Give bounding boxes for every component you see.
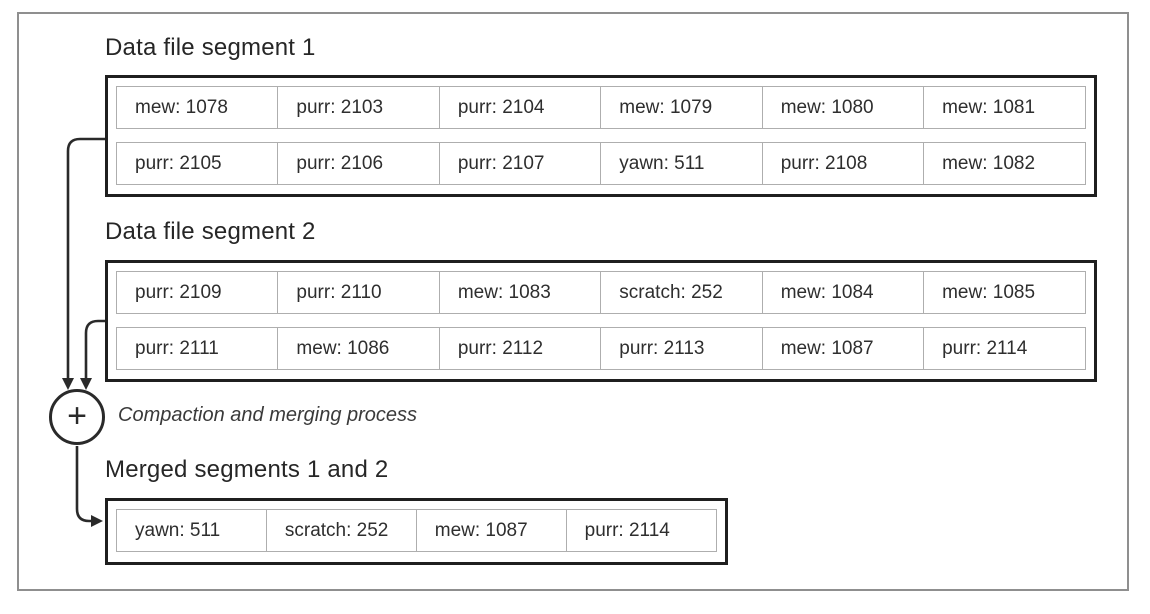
record-cell: mew: 1081	[923, 86, 1087, 129]
record-cell: mew: 1080	[761, 86, 925, 129]
plus-symbol: +	[67, 396, 87, 435]
record-cell: purr: 2105	[116, 142, 279, 185]
segment2-row-1: purr: 2109 purr: 2110 mew: 1083 scratch:…	[116, 271, 1087, 314]
record-cell: purr: 2114	[565, 509, 717, 552]
record-cell: yawn: 511	[600, 142, 764, 185]
segment2-title: Data file segment 2	[105, 218, 316, 245]
record-cell: purr: 2108	[761, 142, 925, 185]
record-cell: mew: 1087	[761, 327, 925, 370]
segment1-title: Data file segment 1	[105, 34, 316, 61]
record-cell: purr: 2111	[116, 327, 279, 370]
record-cell: scratch: 252	[265, 509, 418, 552]
segment2-row-2: purr: 2111 mew: 1086 purr: 2112 purr: 21…	[116, 327, 1087, 370]
record-cell: purr: 2103	[277, 86, 441, 129]
segment2-box: purr: 2109 purr: 2110 mew: 1083 scratch:…	[105, 260, 1097, 382]
record-cell: mew: 1084	[761, 271, 925, 314]
record-cell: purr: 2114	[923, 327, 1087, 370]
record-cell: mew: 1085	[923, 271, 1087, 314]
segment1-row-2: purr: 2105 purr: 2106 purr: 2107 yawn: 5…	[116, 142, 1087, 185]
merge-plus-icon: +	[49, 389, 105, 445]
segment1-box: mew: 1078 purr: 2103 purr: 2104 mew: 107…	[105, 75, 1097, 197]
record-cell: purr: 2107	[438, 142, 602, 185]
process-caption: Compaction and merging process	[118, 404, 418, 426]
record-cell: purr: 2106	[277, 142, 441, 185]
record-cell: mew: 1087	[415, 509, 568, 552]
record-cell: yawn: 511	[116, 509, 268, 552]
record-cell: mew: 1086	[277, 327, 441, 370]
record-cell: purr: 2109	[116, 271, 279, 314]
record-cell: mew: 1082	[923, 142, 1087, 185]
record-cell: mew: 1079	[600, 86, 764, 129]
record-cell: purr: 2113	[600, 327, 764, 370]
record-cell: mew: 1083	[438, 271, 602, 314]
merged-box: yawn: 511 scratch: 252 mew: 1087 purr: 2…	[105, 498, 728, 565]
record-cell: purr: 2112	[438, 327, 602, 370]
record-cell: scratch: 252	[600, 271, 764, 314]
record-cell: purr: 2110	[277, 271, 441, 314]
record-cell: mew: 1078	[116, 86, 279, 129]
merged-title: Merged segments 1 and 2	[105, 456, 389, 483]
record-cell: purr: 2104	[438, 86, 602, 129]
segment1-row-1: mew: 1078 purr: 2103 purr: 2104 mew: 107…	[116, 86, 1087, 129]
merged-row: yawn: 511 scratch: 252 mew: 1087 purr: 2…	[116, 509, 717, 552]
